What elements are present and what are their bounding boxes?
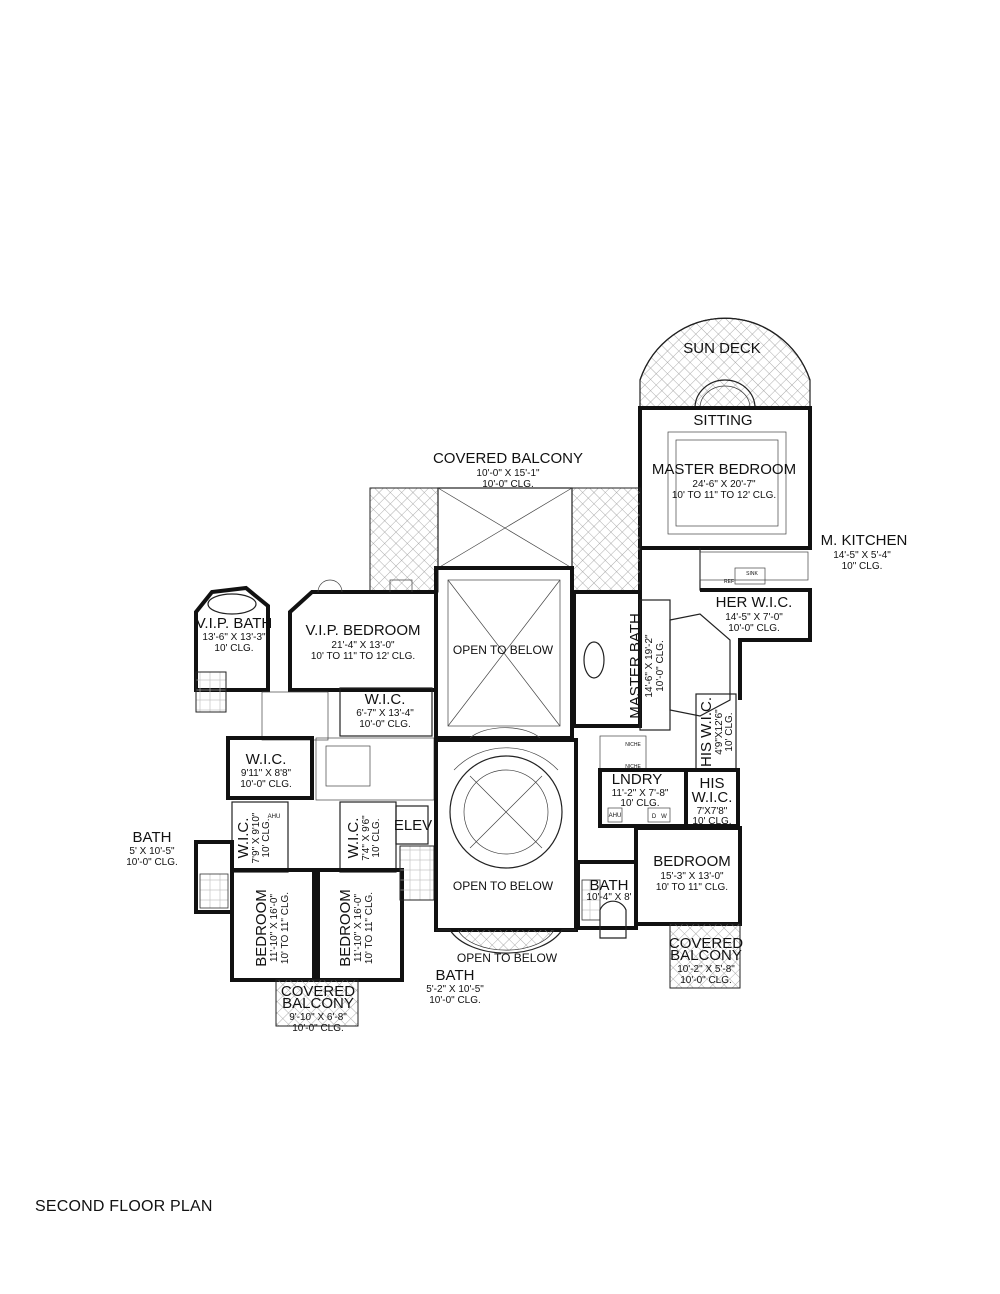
bath-bottom-clg: 10'-0" CLG.: [429, 995, 481, 1006]
bath-center-right-dims: 10'-4" X 8': [586, 892, 631, 903]
wic-a-dims: 7'9" X 9'10": [251, 812, 262, 863]
open-to-below-upper-label: OPEN TO BELOW: [453, 643, 554, 657]
sun-deck-label: SUN DECK: [683, 340, 761, 357]
covered-balcony-top-dims: 10'-0" X 15'-1": [476, 468, 540, 479]
covered-balcony-top-clg: 10'-0" CLG.: [482, 479, 534, 490]
right-bedroom-walls: [576, 826, 742, 989]
bedroom-b-label: BEDROOM: [337, 889, 354, 967]
wic-b-dims: 7'4" X 9'6": [361, 815, 372, 861]
covered-balcony-right-label-2: BALCONY: [670, 947, 742, 964]
open-to-below-lower-label: OPEN TO BELOW: [457, 951, 558, 965]
lndry-clg: 10' CLG.: [620, 798, 659, 809]
covered-balcony-top-label: COVERED BALCONY: [433, 450, 583, 467]
covered-balcony-bottom-dims: 9'-10" X 6'-8": [289, 1012, 347, 1023]
bath-left-label: BATH: [133, 829, 172, 846]
bedroom-right-label: BEDROOM: [653, 853, 731, 870]
wic-left-label: W.I.C.: [246, 751, 287, 768]
wic-vip-dims: 6'-7" X 13'-4": [356, 708, 414, 719]
master-bedroom-label: MASTER BEDROOM: [652, 461, 796, 478]
wic-a-label: W.I.C.: [235, 818, 252, 859]
vip-bedroom-clg: 10' TO 11" TO 12' CLG.: [311, 651, 415, 662]
her-wic-clg: 10'-0" CLG.: [728, 623, 780, 634]
bedroom-right-dims: 15'-3" X 13'-0": [660, 871, 724, 882]
open-to-below-stair-label: OPEN TO BELOW: [453, 879, 554, 893]
open-to-below-stair: [434, 738, 578, 954]
m-kitchen-label: M. KITCHEN: [821, 532, 908, 549]
wic-vip-clg: 10'-0" CLG.: [359, 719, 411, 730]
covered-balcony-right-dims: 10'-2" X 5'-8": [677, 964, 735, 975]
bath-center-right-label: BATH: [590, 877, 629, 894]
wic-left-clg: 10'-0" CLG.: [240, 779, 292, 790]
lower-bedrooms-walls: [230, 845, 435, 1027]
covered-balcony-top: [369, 487, 641, 593]
master-bedroom-walls: [638, 406, 812, 550]
his-wic-tall-clg: 10' CLG.: [724, 712, 735, 751]
bath-bottom-label: BATH: [436, 967, 475, 984]
wic-b-label: W.I.C.: [345, 818, 362, 859]
vip-suite-walls: [194, 579, 438, 713]
m-kitchen-clg: 10" CLG.: [842, 561, 883, 572]
her-wic-label: HER W.I.C.: [716, 594, 793, 611]
m-kitchen-dims: 14'-5" X 5'-4": [833, 550, 891, 561]
master-bedroom-clg: 10' TO 11" TO 12' CLG.: [672, 490, 776, 501]
his-wic-small-clg: 10' CLG.: [692, 816, 731, 827]
bedroom-a-dims: 11'-10" X 16'-0": [269, 894, 280, 962]
dryer-tag: D: [652, 814, 657, 820]
washer-tag: W: [661, 814, 667, 820]
his-wic-small-dims: 7'X7'8": [697, 806, 728, 817]
covered-balcony-bottom-clg: 10'-0" CLG.: [292, 1023, 344, 1034]
elev-label: ELEV: [394, 817, 432, 834]
vip-bedroom-label: V.I.P. BEDROOM: [305, 622, 420, 639]
lndry-label: LNDRY: [612, 771, 663, 788]
ahu-right-tag: AHU: [609, 813, 622, 819]
master-bath-clg: 10'-0" CLG.: [655, 640, 666, 692]
vip-bedroom-dims: 21'-4" X 13'-0": [331, 640, 395, 651]
covered-balcony-right-label-1: COVERED: [669, 935, 743, 952]
bath-bottom-dims: 5'-2" X 10'-5": [426, 984, 484, 995]
covered-balcony-bottom-label-2: BALCONY: [282, 995, 354, 1012]
bedroom-right-clg: 10' TO 11" CLG.: [656, 882, 728, 893]
plan-title: SECOND FLOOR PLAN: [35, 1198, 213, 1215]
bedroom-b-clg: 10' TO 11" CLG.: [364, 892, 375, 964]
his-wic-tall-dims: 4'9"X12'6": [714, 709, 725, 755]
master-bath-dims: 14'-6" X 19'-2": [644, 634, 655, 698]
sink-tag: SINK: [746, 571, 758, 577]
vip-bath-label: V.I.P. BATH: [196, 615, 272, 632]
bedroom-a-clg: 10' TO 11" CLG.: [280, 892, 291, 964]
wic-vip-label: W.I.C.: [365, 691, 406, 708]
her-wic-dims: 14'-5" X 7'-0": [725, 612, 783, 623]
room-labels: SUN DECK SITTING MASTER BEDROOM 24'-6" X…: [126, 340, 907, 1034]
fixture-tags: AHU AHU NICHE NICHE SINK REF D W: [268, 571, 759, 820]
his-wic-small-label-1: HIS: [699, 775, 724, 792]
bath-left-walls: [194, 840, 234, 914]
ahu-left-tag: AHU: [268, 814, 281, 820]
wic-b-clg: 10' CLG.: [371, 818, 382, 857]
niche-tag-2: NICHE: [625, 764, 641, 770]
vip-bath-dims: 13'-6" X 13'-3": [202, 632, 266, 643]
refr-tag: REF: [724, 579, 734, 585]
sitting-label: SITTING: [693, 412, 752, 429]
master-bath-walls: [572, 590, 731, 731]
his-wic-tall-label: HIS W.I.C.: [698, 697, 715, 767]
bath-left-dims: 5' X 10'-5": [129, 846, 175, 857]
his-wic-small-label-2: W.I.C.: [692, 789, 733, 806]
covered-balcony-bottom-label-1: COVERED: [281, 983, 355, 1000]
wic-a-clg: 10' CLG.: [261, 818, 272, 857]
sun-deck-area: [639, 317, 811, 409]
vip-bath-clg: 10' CLG.: [214, 643, 253, 654]
covered-balcony-right-clg: 10'-0" CLG.: [680, 975, 732, 986]
niche-tag-1: NICHE: [625, 742, 641, 748]
master-bath-label: MASTER BATH: [627, 613, 644, 719]
bedroom-b-dims: 11'-10" X 16'-0": [353, 894, 364, 962]
wic-left-dims: 9'11" X 8'8": [241, 768, 292, 779]
master-bedroom-dims: 24'-6" X 20'-7": [692, 479, 756, 490]
lndry-dims: 11'-2" X 7'-8": [612, 788, 669, 799]
bath-left-clg: 10'-0" CLG.: [126, 857, 178, 868]
bedroom-a-label: BEDROOM: [253, 889, 270, 967]
